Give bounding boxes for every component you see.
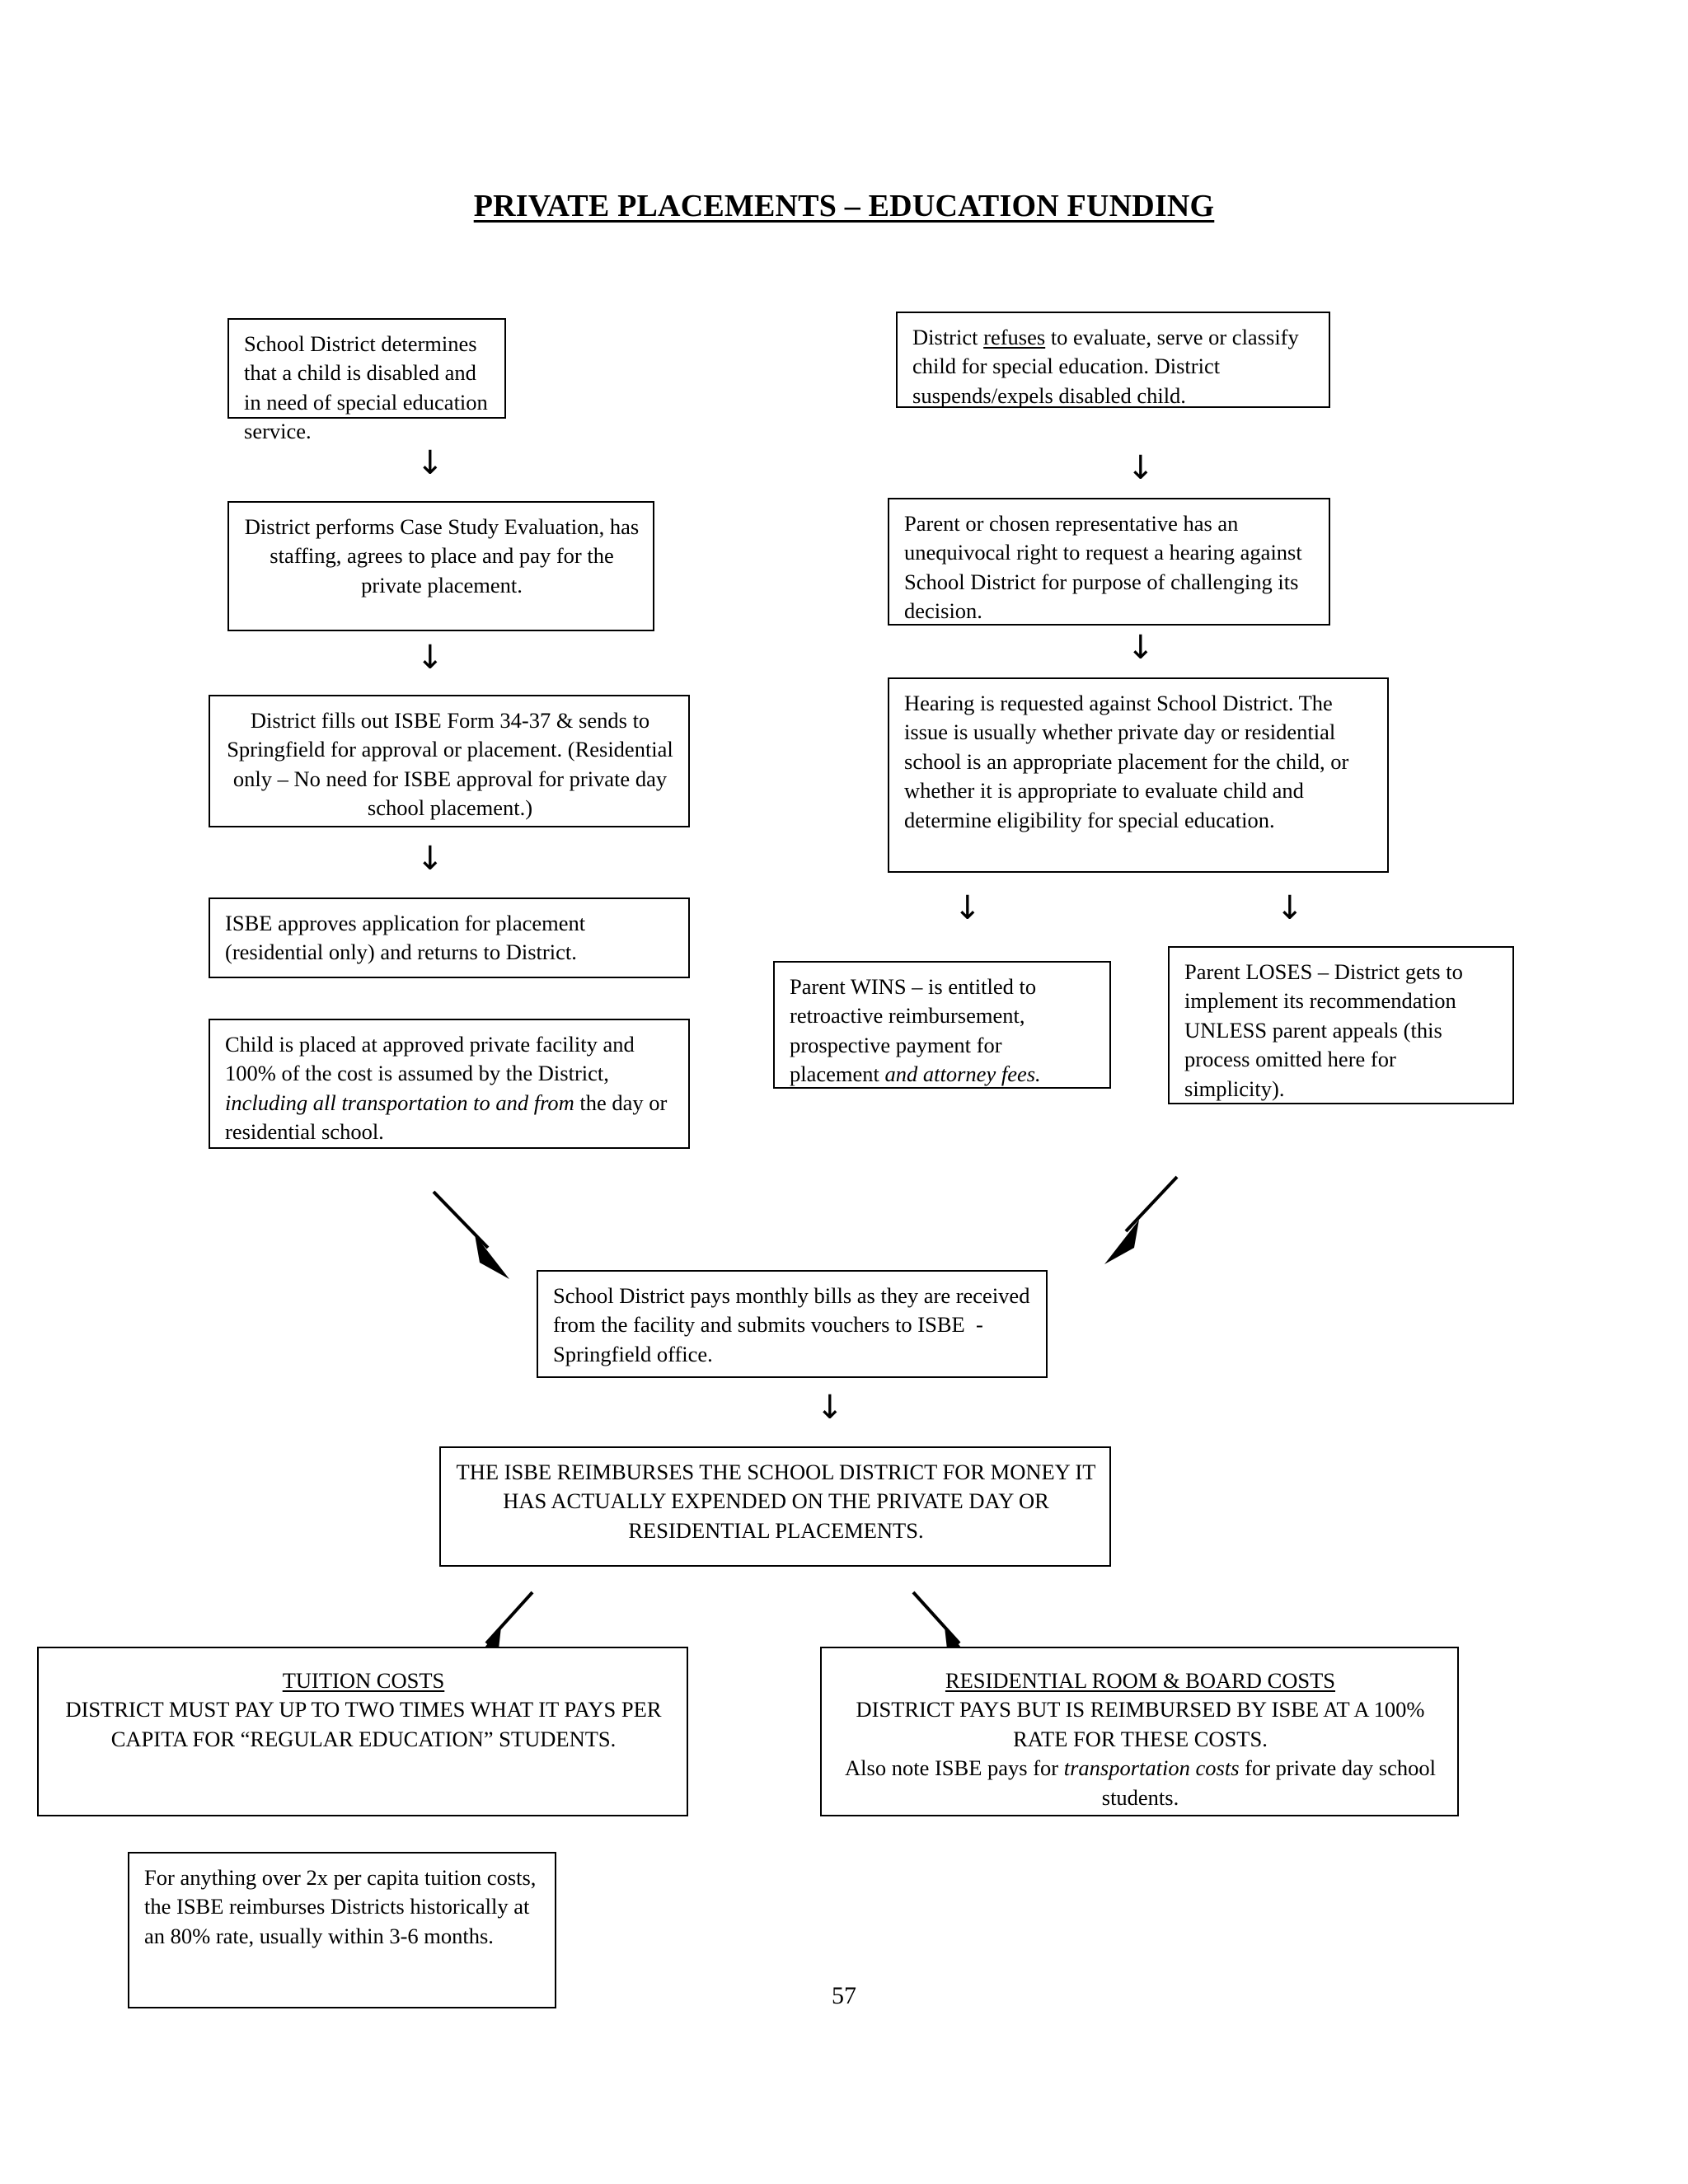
box-text-part-2: to evaluate, serve or classify child for… bbox=[912, 325, 1299, 408]
box-text-part-1: Child is placed at approved private faci… bbox=[225, 1032, 635, 1086]
diagonal-arrow-right-to-merge bbox=[1104, 1175, 1179, 1264]
box-parent-right-to-hearing: Parent or chosen representative has an u… bbox=[888, 498, 1330, 626]
down-arrow-icon-right-1: ↓ bbox=[1127, 449, 1155, 487]
box-district-refuses: District refuses to evaluate, serve or c… bbox=[896, 312, 1330, 408]
box-text: ISBE approves application for placement … bbox=[225, 911, 586, 965]
box-text: For anything over 2x per capita tuition … bbox=[144, 1865, 537, 1948]
box-body: DISTRICT MUST PAY UP TO TWO TIMES WHAT I… bbox=[65, 1697, 662, 1751]
box-text-underlined: refuses bbox=[983, 325, 1046, 349]
box-heading: TUITION COSTS bbox=[282, 1668, 445, 1693]
box-tuition-costs: TUITION COSTS DISTRICT MUST PAY UP TO TW… bbox=[37, 1647, 688, 1816]
box-text: School District determines that a child … bbox=[244, 331, 488, 444]
box-note: Also note ISBE pays for transportation c… bbox=[845, 1755, 1436, 1810]
box-text-part-1: District bbox=[912, 325, 984, 349]
box-school-district-determines: School District determines that a child … bbox=[227, 318, 506, 443]
box-isbe-form-34-37: District fills out ISBE Form 34-37 & sen… bbox=[209, 695, 690, 827]
box-isbe-approves: ISBE approves application for placement … bbox=[209, 898, 690, 978]
box-body: DISTRICT PAYS BUT IS REIMBURSED BY ISBE … bbox=[856, 1697, 1425, 1751]
box-text: THE ISBE REIMBURSES THE SCHOOL DISTRICT … bbox=[456, 1460, 1096, 1543]
box-residential-room-board-costs: RESIDENTIAL ROOM & BOARD COSTS DISTRICT … bbox=[820, 1647, 1459, 1816]
box-text: Parent LOSES – District gets to implemen… bbox=[1184, 959, 1463, 1101]
box-text: District performs Case Study Evaluation,… bbox=[244, 514, 640, 598]
box-text: District fills out ISBE Form 34-37 & sen… bbox=[227, 708, 673, 821]
box-district-pays-monthly-bills: School District pays monthly bills as th… bbox=[537, 1270, 1048, 1378]
down-arrow-icon-left-1: ↓ bbox=[416, 444, 444, 482]
down-arrow-icon-right-3a: ↓ bbox=[954, 889, 982, 927]
down-arrow-icon-left-2: ↓ bbox=[416, 639, 444, 677]
box-child-placed: Child is placed at approved private faci… bbox=[209, 1019, 690, 1149]
down-arrow-icon-right-2: ↓ bbox=[1127, 629, 1155, 667]
diagonal-arrow-left-to-merge bbox=[432, 1190, 509, 1279]
box-case-study-evaluation: District performs Case Study Evaluation,… bbox=[227, 501, 654, 631]
box-parent-loses: Parent LOSES – District gets to implemen… bbox=[1168, 946, 1514, 1104]
box-tuition-reimbursement-note: For anything over 2x per capita tuition … bbox=[128, 1852, 556, 2008]
page-number: 57 bbox=[832, 1982, 856, 2009]
box-text-italic: and attorney fees. bbox=[884, 1062, 1041, 1087]
box-parent-wins: Parent WINS – is entitled to retroactive… bbox=[773, 961, 1111, 1089]
box-isbe-reimburses: THE ISBE REIMBURSES THE SCHOOL DISTRICT … bbox=[439, 1446, 1111, 1567]
box-heading: RESIDENTIAL ROOM & BOARD COSTS bbox=[945, 1668, 1336, 1693]
down-arrow-icon-left-3: ↓ bbox=[416, 840, 444, 878]
down-arrow-icon-right-3b: ↓ bbox=[1276, 889, 1304, 927]
box-text: Parent or chosen representative has an u… bbox=[904, 511, 1302, 624]
page-title-text: PRIVATE PLACEMENTS – EDUCATION FUNDING bbox=[473, 189, 1215, 223]
box-text-part-2: the day or residential school. bbox=[225, 1090, 668, 1145]
box-text-italic: including all transportation to and from bbox=[225, 1090, 574, 1115]
box-text-part-1: Parent WINS – is entitled to retroactive… bbox=[790, 974, 1037, 1087]
down-arrow-icon-merge: ↓ bbox=[816, 1389, 844, 1427]
box-text: School District pays monthly bills as th… bbox=[553, 1283, 1036, 1366]
box-text: Hearing is requested against School Dist… bbox=[904, 691, 1349, 832]
page-title: PRIVATE PLACEMENTS – EDUCATION FUNDING bbox=[0, 188, 1688, 224]
box-hearing-requested: Hearing is requested against School Dist… bbox=[888, 677, 1389, 873]
